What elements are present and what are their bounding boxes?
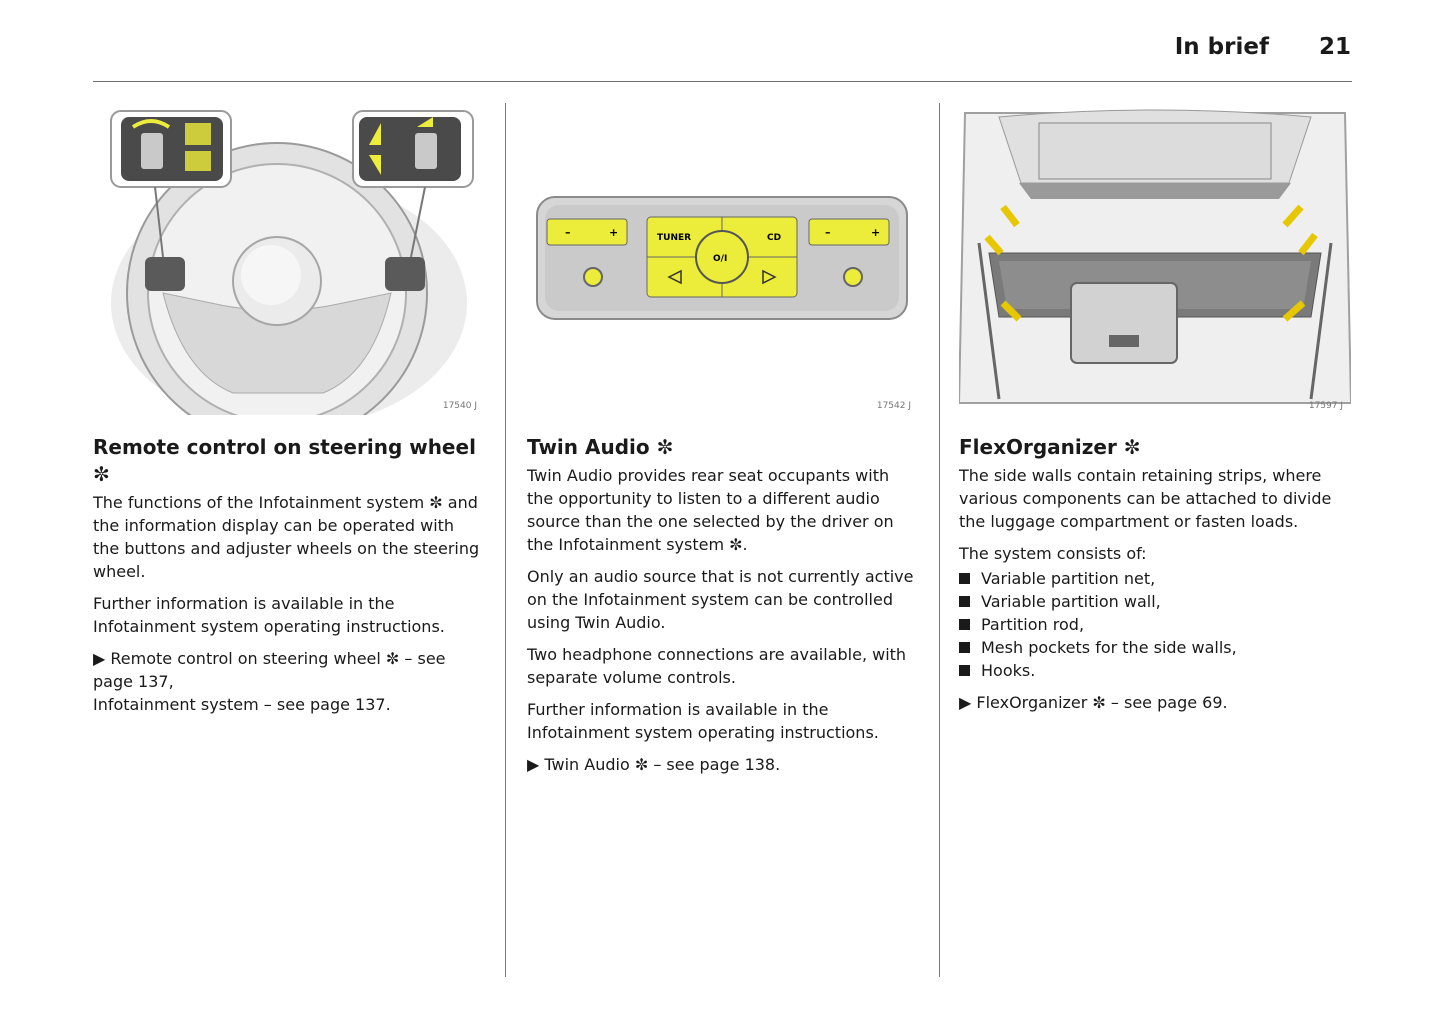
panel-label-tuner: TUNER [657, 233, 691, 243]
panel-label-minus: – [825, 226, 831, 239]
list-item: Partition rod, [959, 613, 1351, 636]
body-paragraph: Twin Audio provides rear seat occupants … [527, 466, 894, 554]
component-list: Variable partition net, Variable partiti… [959, 567, 1351, 682]
left-arrow-icon [667, 269, 682, 285]
page-reference: Infotainment system – see page 137. [93, 695, 391, 714]
column-steering-remote: 17540 J Remote control on steering wheel… [93, 103, 485, 716]
panel-label-plus: + [609, 226, 618, 239]
body-paragraph: The functions of the Infotainment system… [93, 493, 480, 581]
page-header: In brief 21 [1175, 34, 1351, 60]
list-item: Mesh pockets for the side walls, [959, 636, 1351, 659]
body-paragraph: Further information is available in the … [93, 594, 445, 636]
steering-wheel-illustration [93, 103, 485, 415]
body-paragraph: The side walls contain retaining strips,… [959, 466, 1332, 531]
right-arrow-icon [762, 269, 777, 285]
panel-label-cd: CD [767, 233, 781, 243]
page-reference: ▶ FlexOrganizer ✼ – see page 69. [959, 693, 1228, 712]
body-paragraph: Only an audio source that is not current… [527, 567, 914, 632]
section-heading: Twin Audio ✼ [527, 435, 674, 459]
section-heading: Remote control on steering wheel ✼ [93, 435, 476, 486]
luggage-compartment-illustration [959, 103, 1351, 415]
page-number: 21 [1318, 34, 1351, 60]
column-divider [939, 103, 940, 977]
page-reference: ▶ Twin Audio ✼ – see page 138. [527, 755, 781, 774]
body-paragraph: Further information is available in the … [527, 700, 879, 742]
column-twin-audio: – + – + TUNER CD O/I 17542 J Twin Audio … [527, 103, 919, 776]
panel-label-minus: – [565, 226, 571, 239]
body-paragraph: The system consists of: [959, 544, 1147, 563]
twin-audio-panel-illustration: – + – + TUNER CD O/I [527, 103, 919, 415]
list-item: Variable partition wall, [959, 590, 1351, 613]
column-divider [505, 103, 506, 977]
header-rule [93, 81, 1352, 82]
section-title: In brief [1174, 34, 1269, 60]
list-item: Hooks. [959, 659, 1351, 682]
figure-number: 17542 J [876, 401, 911, 411]
panel-label-plus: + [871, 226, 880, 239]
panel-label-power: O/I [713, 254, 727, 264]
body-paragraph: Two headphone connections are available,… [527, 645, 907, 687]
steering-wheel-figure: 17540 J [93, 103, 485, 415]
section-heading: FlexOrganizer ✼ [959, 435, 1141, 459]
figure-number: 17540 J [442, 401, 477, 411]
column-flexorganizer: 17597 J FlexOrganizer ✼ The side walls c… [959, 103, 1351, 714]
list-item: Variable partition net, [959, 567, 1351, 590]
figure-number: 17597 J [1308, 401, 1343, 411]
page-reference: ▶ Remote control on steering wheel ✼ – s… [93, 649, 446, 691]
twin-audio-figure: – + – + TUNER CD O/I 17542 J [527, 103, 919, 415]
flexorganizer-figure: 17597 J [959, 103, 1351, 415]
